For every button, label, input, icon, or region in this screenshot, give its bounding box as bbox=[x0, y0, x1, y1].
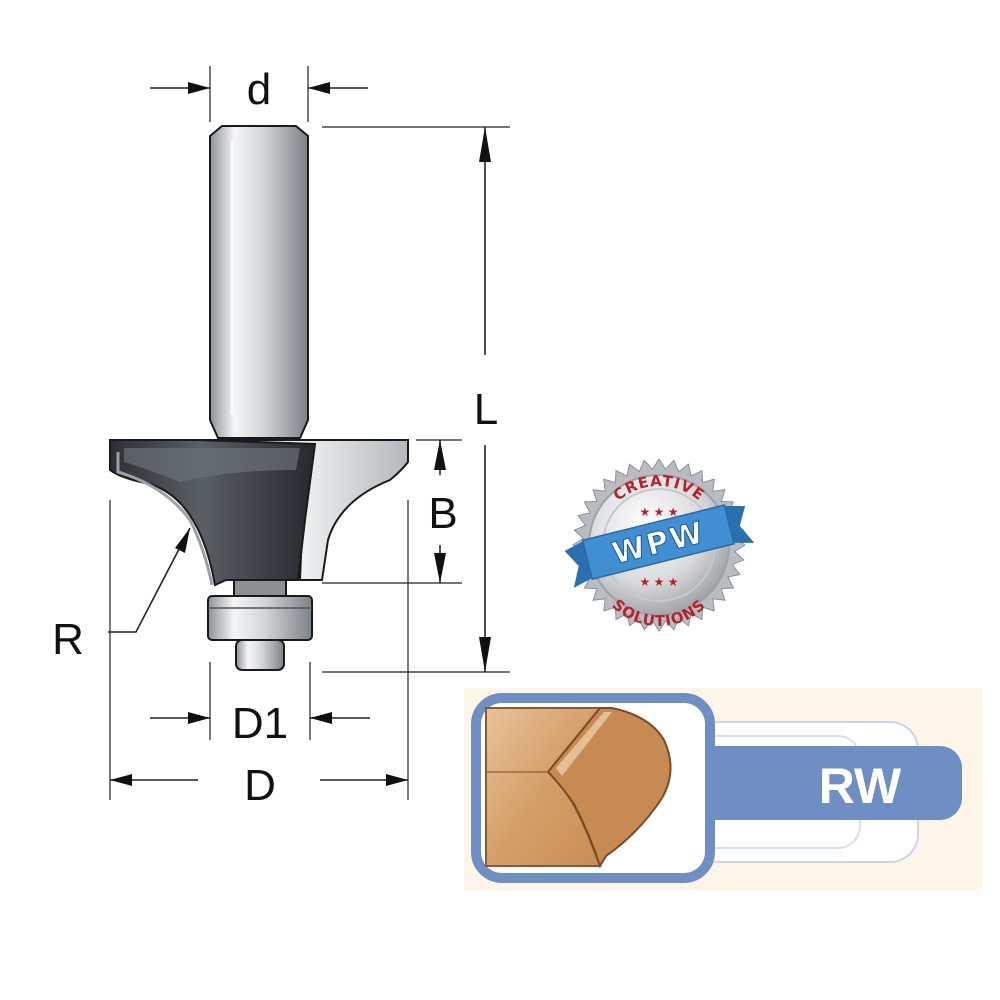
seal-banner bbox=[581, 504, 735, 581]
profile-panel: RW bbox=[464, 688, 982, 890]
bearing bbox=[207, 595, 313, 641]
carbide-cutter bbox=[109, 439, 317, 587]
label-D1: D1 bbox=[232, 699, 288, 748]
bit-neck bbox=[233, 579, 287, 597]
svg-text:★ ★ ★: ★ ★ ★ bbox=[640, 505, 679, 519]
label-D: D bbox=[244, 761, 276, 810]
wood-profile bbox=[485, 707, 672, 869]
label-L: L bbox=[474, 385, 498, 434]
router-bit bbox=[109, 125, 409, 671]
bearing-screw bbox=[235, 639, 285, 671]
label-R: R bbox=[52, 615, 84, 664]
profile-code-tab bbox=[690, 746, 962, 820]
wpw-logo: CREATIVE SOLUTIONS ★ ★ ★ ★ ★ ★ WPW bbox=[564, 458, 755, 632]
dimension-lines bbox=[108, 66, 510, 800]
label-d: d bbox=[247, 65, 271, 114]
svg-text:★ ★ ★: ★ ★ ★ bbox=[640, 575, 679, 589]
profile-code: RW bbox=[819, 758, 902, 814]
label-B: B bbox=[428, 489, 457, 538]
shank bbox=[209, 125, 309, 439]
